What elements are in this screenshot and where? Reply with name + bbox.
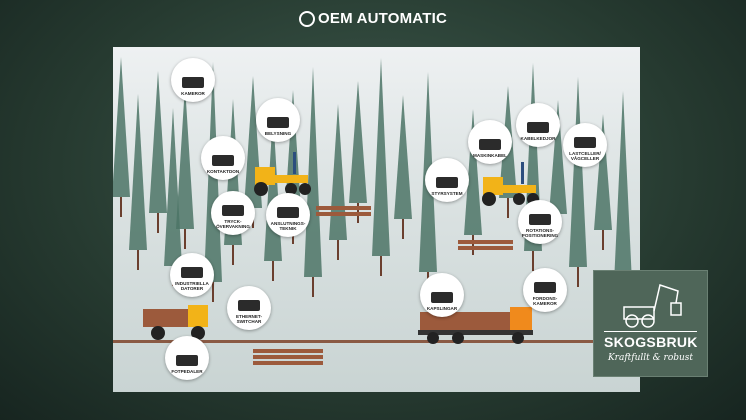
tree-trunk — [157, 213, 159, 233]
product-bubble-lastceller[interactable]: LASTCELLER/ VÅGCELLER — [563, 123, 607, 167]
product-bubble-ethernet[interactable]: ETHERNET- SWITCHAR — [227, 286, 271, 330]
product-bubble-rotation[interactable]: ROTATIONS- POSITIONERING — [518, 200, 562, 244]
forwarder-left — [143, 305, 208, 340]
tree-trunk — [137, 250, 139, 270]
product-bubble-maskinkabel[interactable]: MASKINKABEL — [468, 120, 512, 164]
tree-trunk — [380, 256, 382, 276]
rotation-product-icon — [529, 214, 551, 225]
tree — [129, 94, 147, 250]
product-bubble-kameror[interactable]: KAMEROR — [171, 58, 215, 102]
product-label: FORDONS- KAMEROR — [532, 296, 558, 306]
tree-trunk — [577, 267, 579, 287]
tree-trunk — [532, 251, 534, 271]
tryck-product-icon — [222, 205, 244, 216]
tree — [569, 77, 587, 267]
product-bubble-belysning[interactable]: BELYSNING — [256, 98, 300, 142]
product-label: LASTCELLER/ VÅGCELLER — [569, 151, 601, 161]
harvester-icon — [623, 284, 682, 328]
product-bubble-kontaktdon[interactable]: KONTAKTDON — [201, 136, 245, 180]
tree — [304, 67, 322, 277]
skogsbruk-badge: SKOGSBRUK Kraftfullt & robust — [593, 270, 708, 377]
ethernet-product-icon — [238, 300, 260, 311]
maskinkabel-product-icon — [479, 139, 501, 150]
product-label: KAMEROR — [181, 91, 205, 96]
product-label: BELYSNING — [264, 131, 292, 136]
product-label: KONTAKTDON — [206, 169, 240, 174]
tree-trunk — [472, 235, 474, 255]
anslutning-product-icon — [277, 207, 299, 218]
kabelkedjor-product-icon — [527, 122, 549, 133]
kameror-product-icon — [182, 77, 204, 88]
product-label: ETHERNET- SWITCHAR — [235, 314, 263, 324]
belysning-product-icon — [267, 117, 289, 128]
badge-title: SKOGSBRUK — [604, 331, 697, 350]
product-bubble-kapslingar[interactable]: KAPSLINGAR — [420, 273, 464, 317]
styrsystem-product-icon — [436, 177, 458, 188]
tree — [594, 114, 612, 230]
badge-tagline: Kraftfullt & robust — [607, 353, 694, 363]
product-bubble-kabelkedjor[interactable]: KABELKEDJOR — [516, 103, 560, 147]
product-label: STYRSYSTEM — [431, 191, 463, 196]
product-bubble-tryck[interactable]: TRYCK- ÖVERVAKNING — [211, 191, 255, 235]
tree — [464, 109, 482, 235]
tree-trunk — [184, 229, 186, 249]
forestry-illustration: KAMEROR BELYSNING KONTAKTDON TRYCK- ÖVERVAK… — [113, 47, 640, 392]
product-bubble-styrsystem[interactable]: STYRSYSTEM — [425, 158, 469, 202]
tree — [176, 85, 194, 229]
tree — [372, 58, 390, 256]
tree-trunk — [602, 230, 604, 250]
product-label: TRYCK- ÖVERVAKNING — [216, 219, 250, 229]
tree-trunk — [232, 245, 234, 265]
timber-truck — [418, 307, 533, 344]
oem-automatic-logo: OEM AUTOMATIC — [0, 10, 746, 27]
tree-trunk — [312, 277, 314, 297]
product-label: ROTATIONS- POSITIONERING — [521, 228, 559, 238]
harvester-left — [254, 152, 311, 196]
product-label: INDUSTRIELLA DATORER — [175, 281, 209, 291]
product-bubble-datorer[interactable]: INDUSTRIELLA DATORER — [170, 253, 214, 297]
tree-trunk — [120, 197, 122, 217]
product-label: FOTPEDALER — [171, 369, 203, 374]
brand-name: OEM AUTOMATIC — [318, 10, 447, 27]
tree — [614, 91, 632, 283]
kapslingar-product-icon — [431, 292, 453, 303]
tree — [329, 104, 347, 240]
product-label: MASKINKABEL — [473, 153, 507, 158]
datorer-product-icon — [181, 267, 203, 278]
tree — [549, 100, 567, 214]
tree-trunk — [507, 198, 509, 218]
tree-trunk — [212, 282, 214, 302]
tree — [149, 71, 167, 213]
tree-trunk — [272, 261, 274, 281]
tree-trunk — [402, 219, 404, 239]
tree — [349, 81, 367, 203]
tree-trunk — [337, 240, 339, 260]
product-bubble-anslutning[interactable]: ANSLUTNINGS- TEKNIK — [266, 193, 310, 237]
log-pile — [253, 206, 513, 365]
ground-line — [113, 340, 640, 343]
tree — [394, 95, 412, 219]
logo-mark-icon — [299, 11, 315, 27]
fotpedaler-product-icon — [176, 355, 198, 366]
product-label: KAPSLINGAR — [426, 306, 458, 311]
product-label: KABELKEDJOR — [520, 136, 556, 141]
lastceller-product-icon — [574, 137, 596, 148]
product-label: ANSLUTNINGS- TEKNIK — [270, 221, 306, 231]
tree — [113, 57, 130, 197]
product-bubble-fotpedaler[interactable]: FOTPEDALER — [165, 336, 209, 380]
product-bubble-fordonskameror[interactable]: FORDONS- KAMEROR — [523, 268, 567, 312]
kontaktdon-product-icon — [212, 155, 234, 166]
fordonskameror-product-icon — [534, 282, 556, 293]
